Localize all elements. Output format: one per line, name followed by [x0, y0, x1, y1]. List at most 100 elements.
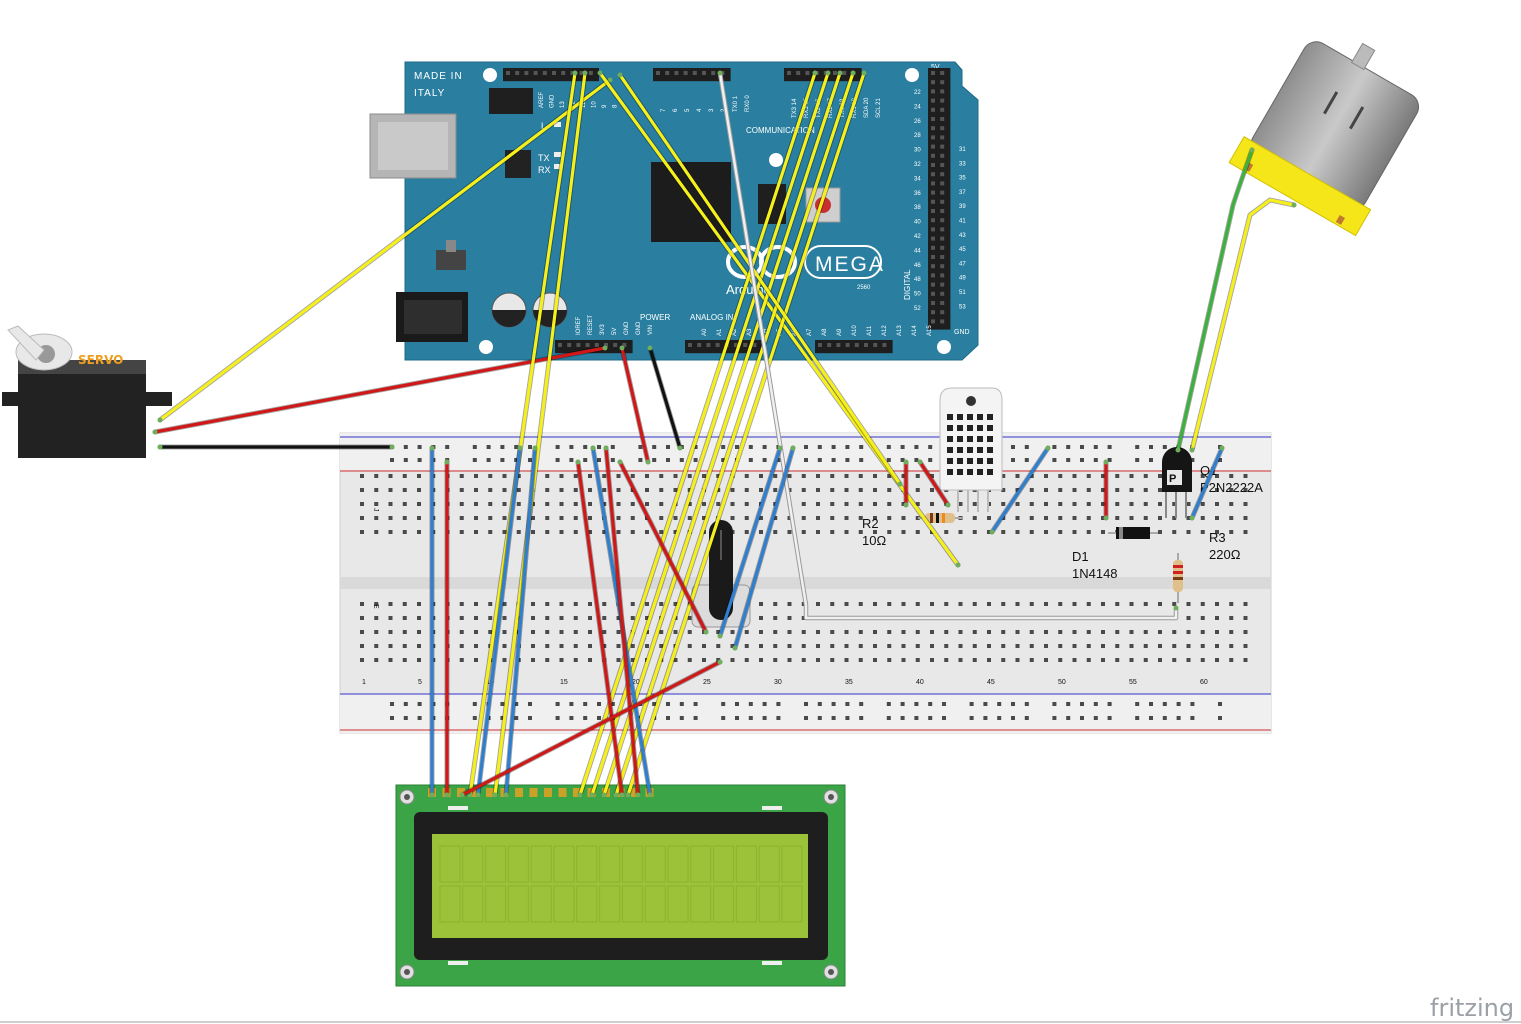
bb-hole [1058, 644, 1063, 648]
bb-hole [1186, 630, 1191, 634]
bb-hole [816, 516, 820, 520]
bb-hole [1086, 516, 1091, 520]
rail-hole [583, 445, 588, 449]
bb-hole [830, 530, 835, 534]
bb-hole [744, 516, 749, 520]
pin [931, 80, 935, 85]
rail-hole [1218, 702, 1222, 706]
rail-hole [1052, 716, 1057, 720]
bb-hole [687, 644, 692, 648]
bb-hole [972, 602, 977, 606]
wire [604, 446, 640, 797]
lcd-cell [576, 845, 598, 883]
pin-label: A12 [882, 325, 888, 336]
pin [711, 71, 716, 75]
bb-hole [602, 530, 607, 534]
mount-hole [769, 153, 783, 167]
bb-hole [360, 644, 364, 648]
bb-hole [873, 630, 877, 634]
bb-hole [901, 530, 906, 534]
bb-hole [1044, 602, 1048, 606]
rail-hole [831, 702, 836, 706]
bb-hole [1129, 658, 1134, 662]
wire-end [444, 459, 450, 465]
col-number: 60 [1200, 679, 1208, 686]
rail-hole [900, 458, 905, 462]
rail-hole [845, 458, 850, 462]
bb-hole [1029, 630, 1034, 634]
rail-hole [886, 716, 891, 720]
dht-vent [957, 436, 963, 442]
bb-hole [702, 474, 706, 478]
bb-hole [702, 644, 706, 648]
bb-hole [972, 516, 977, 520]
bb-hole [1086, 530, 1091, 534]
bb-hole [474, 502, 478, 506]
rail-hole [942, 716, 946, 720]
rail-hole [859, 702, 864, 706]
bb-hole [402, 644, 407, 648]
rail-hole [1052, 702, 1057, 706]
rail-hole [831, 716, 836, 720]
rail-hole [417, 702, 422, 706]
pin-label: 3 [709, 108, 715, 112]
pin-label: GND [550, 94, 556, 108]
bb-hole [417, 474, 421, 478]
bb-hole [645, 630, 649, 634]
pin [931, 107, 935, 112]
wire [1190, 446, 1224, 520]
pin-label: A9 [837, 328, 843, 336]
bb-hole [858, 630, 863, 634]
bb-hole [858, 530, 863, 534]
rail-hole [735, 445, 739, 449]
bb-hole [687, 658, 692, 662]
bb-hole [1101, 530, 1105, 534]
bb-hole [759, 530, 763, 534]
wire-end [572, 70, 578, 76]
pin-label: 50 [914, 292, 921, 298]
bb-hole [374, 602, 379, 606]
rail-hole [1011, 458, 1015, 462]
bb-hole [1229, 488, 1234, 492]
bb-hole [759, 488, 763, 492]
lcd-pin [486, 788, 494, 797]
bb-hole [488, 502, 493, 506]
pin [931, 98, 935, 103]
pin [940, 98, 945, 103]
dht-vent [987, 458, 993, 464]
bb-hole [1129, 516, 1134, 520]
bb-hole [531, 530, 535, 534]
wire [468, 71, 577, 797]
bb-hole [730, 502, 735, 506]
pin-label: TX2 16 [816, 98, 822, 118]
bb-hole [1086, 488, 1091, 492]
bb-hole [1243, 630, 1248, 634]
pin [940, 255, 945, 259]
dht-vent [957, 425, 963, 431]
wire-end [590, 445, 596, 451]
bb-hole [1058, 530, 1063, 534]
wire-end [732, 645, 738, 651]
bb-hole [887, 658, 892, 662]
pin [842, 71, 847, 75]
bb-hole [1215, 630, 1219, 634]
rail-hole [445, 445, 450, 449]
col-number: 30 [774, 679, 782, 686]
bb-hole [1015, 474, 1020, 478]
bb-hole [1001, 488, 1006, 492]
bb-hole [545, 530, 550, 534]
lcd-cell [462, 885, 484, 923]
bb-hole [759, 602, 763, 606]
bb-hole [1186, 502, 1191, 506]
wire-end [617, 72, 623, 78]
wire [158, 78, 612, 422]
rail-hole [969, 716, 974, 720]
pin [940, 144, 945, 149]
pin [827, 343, 832, 347]
bb-hole [1115, 658, 1120, 662]
tx-label: TX [538, 153, 550, 163]
bb-hole [1015, 630, 1020, 634]
bb-hole [502, 658, 507, 662]
wire-end [475, 792, 481, 798]
bb-hole [958, 630, 963, 634]
